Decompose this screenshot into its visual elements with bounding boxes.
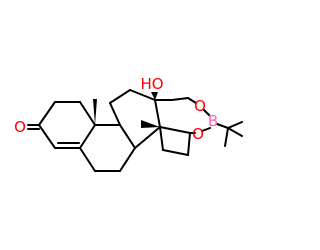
- molecule-structure: O HO O O B: [14, 75, 243, 172]
- bond: [109, 102, 121, 126]
- bond: [203, 109, 211, 117]
- bond: [187, 132, 191, 156]
- bond: [162, 149, 189, 156]
- bond: [201, 127, 211, 132]
- bond: [159, 126, 164, 151]
- bond: [79, 124, 96, 149]
- ring-oxygen-bottom-label: O: [192, 125, 204, 143]
- bond: [38, 124, 56, 149]
- bond: [159, 126, 191, 134]
- bond: [109, 89, 131, 104]
- bond: [216, 123, 229, 129]
- methyl-wedge: [141, 120, 160, 128]
- bond: [38, 101, 56, 126]
- bond: [119, 124, 136, 149]
- structure-canvas: O HO O O B: [14, 75, 243, 172]
- hydroxyl-label: HO: [140, 75, 163, 93]
- bond: [79, 147, 96, 172]
- ketone-oxygen-label: O: [14, 118, 26, 136]
- hydroxyl-wedge: [151, 92, 158, 100]
- bond: [134, 126, 161, 149]
- bond: [119, 147, 136, 172]
- bond: [227, 121, 243, 129]
- bond: [154, 99, 161, 128]
- bond: [187, 97, 197, 104]
- boron-label: B: [208, 112, 218, 130]
- bond: [129, 89, 156, 101]
- bond: [227, 127, 243, 137]
- bond: [224, 127, 229, 147]
- methyl-wedge: [93, 99, 97, 125]
- bond: [171, 97, 189, 101]
- bond: [79, 101, 96, 126]
- ring-oxygen-top-label: O: [194, 97, 206, 115]
